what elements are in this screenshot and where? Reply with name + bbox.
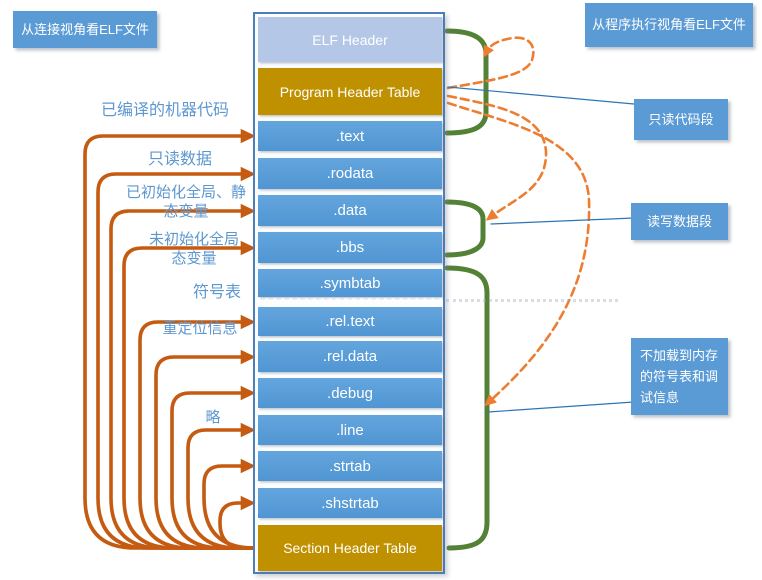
row-strtab: .strtab xyxy=(258,451,442,481)
row-rodata: .rodata xyxy=(258,158,442,189)
watermark-stripe-tail xyxy=(446,299,618,302)
segment-box-read-write-data: 读写数据段 xyxy=(631,203,728,240)
row-program-header-table: Program Header Table xyxy=(258,68,442,115)
row-rel-data: .rel.data xyxy=(258,341,442,372)
row-section-header-table: Section Header Table xyxy=(258,525,442,571)
arrow-to-row-10 xyxy=(186,422,256,550)
row-data: .data xyxy=(258,195,442,226)
row-line: .line xyxy=(258,415,442,445)
arrow-to-row-7 xyxy=(138,314,256,550)
banner-execution-view: 从程序执行视角看ELF文件 xyxy=(585,3,753,47)
watermark-stripe xyxy=(257,298,443,302)
annotation-initialized-globals: 已初始化全局、静 态变量 xyxy=(125,184,246,220)
row-shstrtab: .shstrtab xyxy=(258,488,442,518)
arrow-to-row-8 xyxy=(154,349,256,550)
dashed-arrow-3 xyxy=(446,101,591,407)
bracket-unloaded-segment xyxy=(444,265,490,551)
row-bbs: .bbs xyxy=(258,232,442,263)
banner-linker-view: 从连接视角看ELF文件 xyxy=(13,11,157,48)
annotation-symbol-table: 符号表 xyxy=(192,284,241,301)
annotation-read-only-data: 只读数据 xyxy=(147,151,212,168)
annotation-compiled-machine-code: 已编译的机器代码 xyxy=(100,102,229,119)
label-connector-lines xyxy=(447,86,635,413)
arrow-to-row-11 xyxy=(202,458,256,550)
row-elf-header: ELF Header xyxy=(258,17,442,62)
row-debug: .debug xyxy=(258,378,442,408)
arrow-to-row-12 xyxy=(218,495,256,550)
segment-box-read-only-code: 只读代码段 xyxy=(634,99,728,140)
row-rel-text: .rel.text xyxy=(258,307,442,336)
dashed-arrow-1 xyxy=(446,36,535,90)
dashed-arrow-2 xyxy=(446,94,548,221)
connector-line-2 xyxy=(490,217,635,225)
annotation-relocation-info: 重定位信息 xyxy=(162,320,238,337)
annotation-omitted: 略 xyxy=(205,409,221,426)
annotation-uninitialized-globals: 未初始化全局 态变量 xyxy=(148,231,239,267)
connector-line-1 xyxy=(447,86,635,105)
execution-view-dashed-arrows xyxy=(446,36,591,407)
bracket-code-segment xyxy=(444,28,489,136)
row-text: .text xyxy=(258,121,442,151)
segment-brackets xyxy=(444,28,490,551)
segment-box-not-loaded-info: 不加载到内存 的符号表和调 试信息 xyxy=(631,338,728,415)
row-symbtab: .symbtab xyxy=(258,269,442,297)
bracket-data-segment xyxy=(444,199,486,258)
connector-line-3 xyxy=(487,401,635,413)
